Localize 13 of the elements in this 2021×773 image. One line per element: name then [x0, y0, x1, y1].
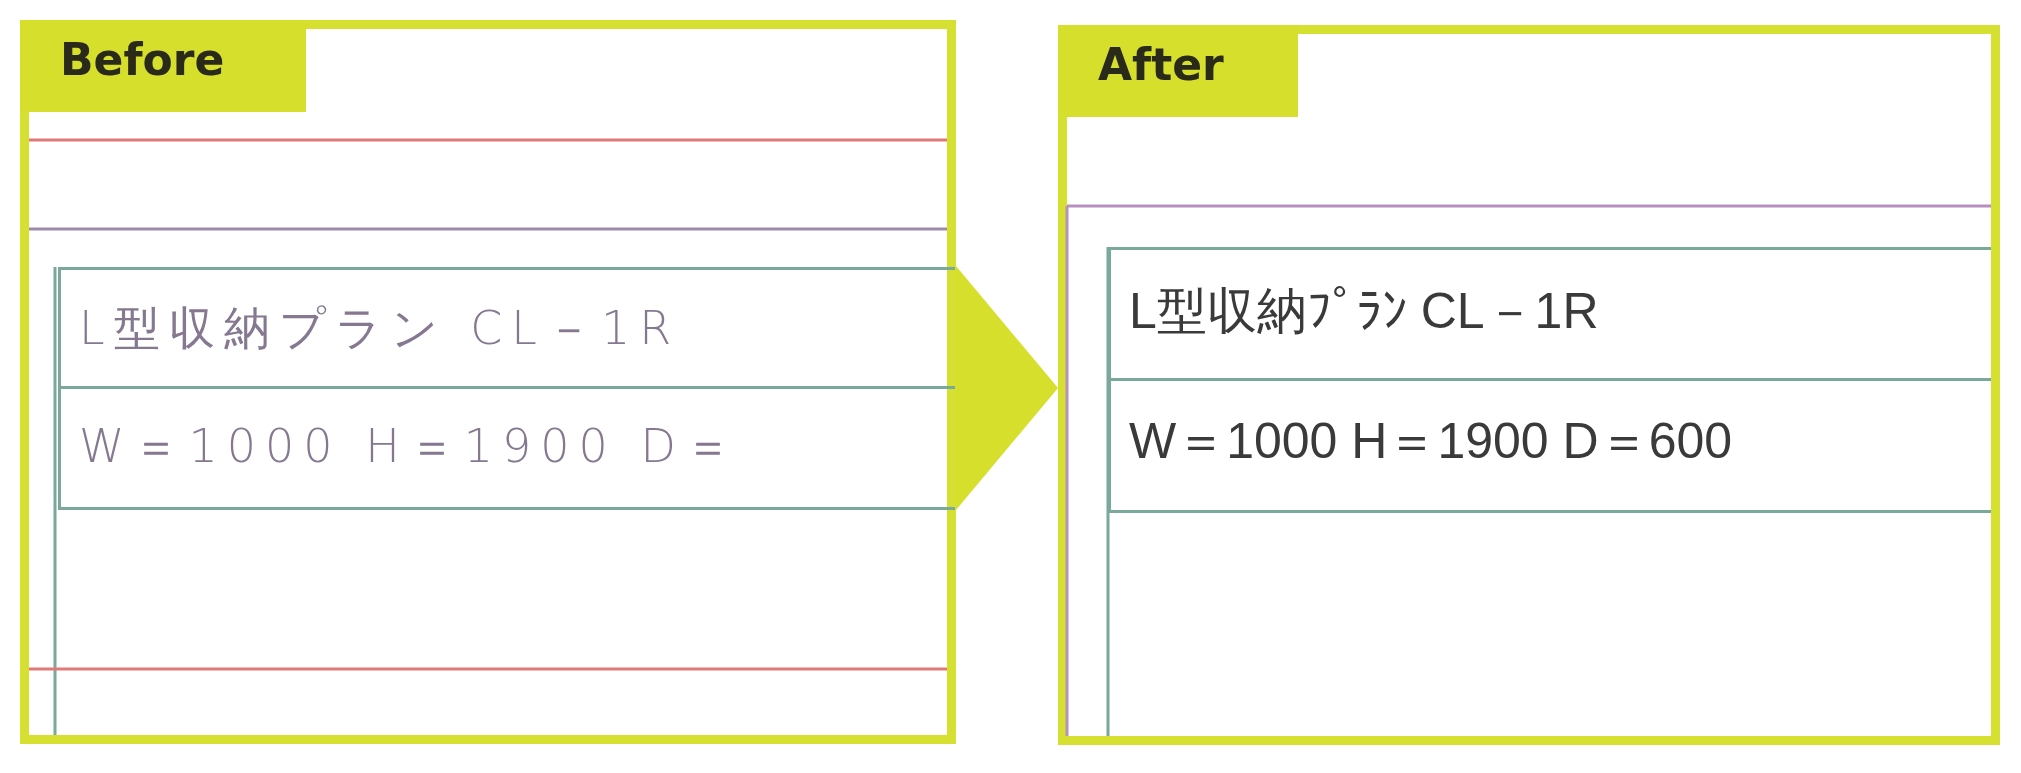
drawing-text: W＝1000 H＝1900 D＝: [79, 418, 740, 475]
table-row: [1108, 247, 1991, 381]
comparison-panel: [1058, 25, 2000, 745]
comparison-panel: [20, 20, 956, 744]
tab-label: Before: [20, 20, 306, 112]
drawing-text: L型収納プラン CL－1R: [79, 300, 681, 357]
drawing-text: W＝1000 H＝1900 D＝600: [1129, 412, 1733, 471]
table-row: [58, 267, 955, 389]
chevron-arrow: [956, 266, 1058, 510]
drawing-text: L型収納ﾌﾟﾗﾝ CL－1R: [1129, 282, 1599, 341]
table-row: [1108, 380, 1991, 513]
tab-label: After: [1058, 25, 1298, 117]
table-row: [58, 388, 955, 510]
